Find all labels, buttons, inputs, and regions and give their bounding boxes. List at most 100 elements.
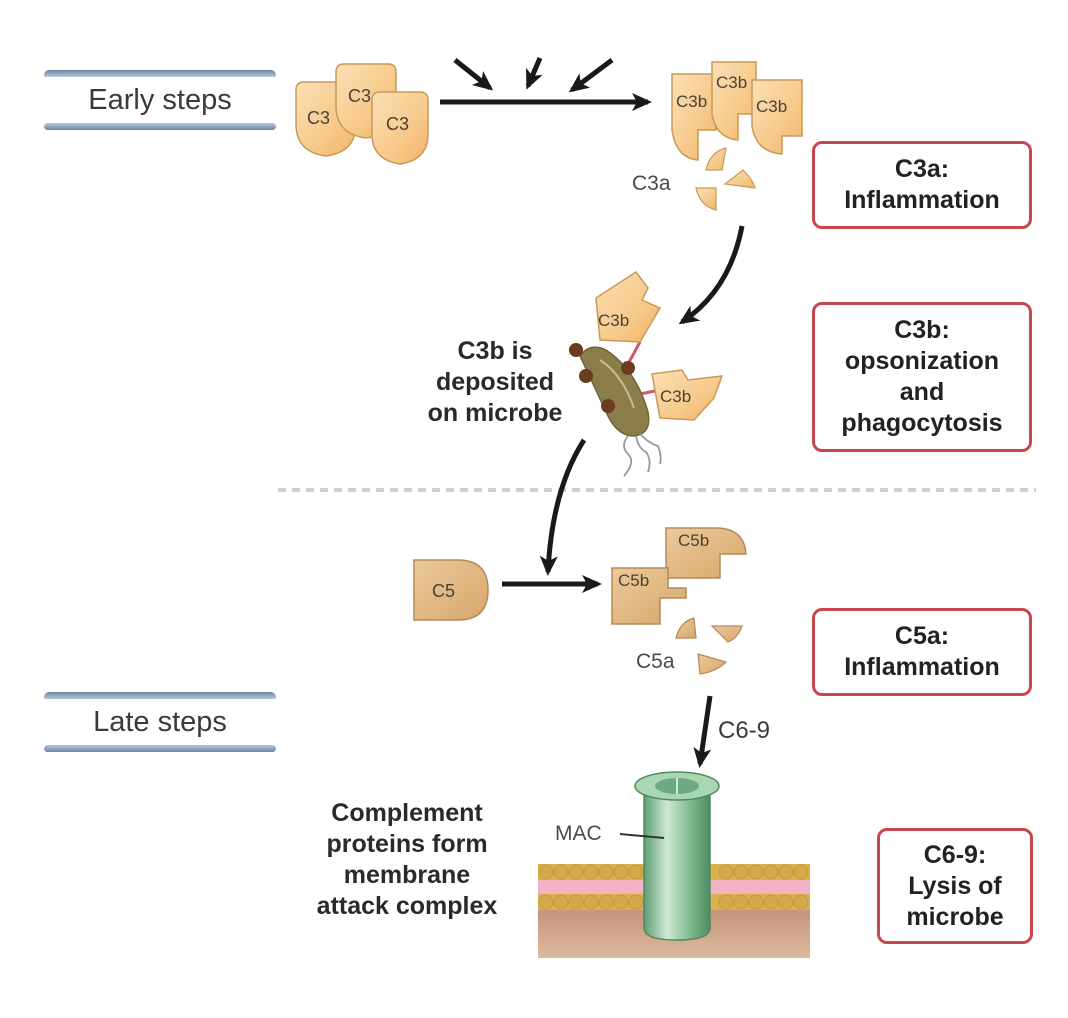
lipid-head [598,864,614,880]
c3b-text: C3b [756,97,787,116]
lipid-head [538,894,554,910]
c5a-label: C5a [636,650,675,673]
function-box-c3a: C3a: Inflammation [812,141,1032,229]
c3b-molecules: C3b C3b C3b [671,61,803,161]
lipid-head [778,864,794,880]
c5b-molecule [611,567,687,625]
c3b-bound: C3b C3b [595,270,724,421]
curved-arrow-icon [539,438,587,576]
lipid-head [538,864,554,880]
microbe-antigen [621,361,635,375]
caption-line: on microbe [427,399,563,427]
c5a-fragment [710,625,743,643]
c3b-text: C3b [716,73,747,92]
function-title: C5a: [894,622,950,650]
function-text: and [899,378,945,406]
lipid-head [553,894,569,910]
stage-label-early-text: Early steps [88,83,232,116]
c3b-molecule [651,369,724,421]
stage-label-late-text: Late steps [93,705,227,738]
c3a-label: C3a [632,172,671,195]
mac-label: MAC [555,822,602,845]
function-text: phagocytosis [841,409,1003,437]
mac-leader-line [619,833,665,839]
lipid-head [598,894,614,910]
function-box-c6-9: C6-9: Lysis of microbe [877,828,1033,944]
c5a-fragment [675,617,697,639]
function-text: Inflammation [844,186,1000,214]
lipid-head [718,864,734,880]
c3a-fragment [695,187,717,211]
lipid-head [568,864,584,880]
c5b-molecules: C5b C5b [611,527,747,625]
stage-bar-bottom [44,123,276,130]
stage-label-early: Early steps [44,70,276,130]
caption-line: proteins form [326,830,488,858]
lipid-head [568,894,584,910]
c5a-fragments [675,617,743,675]
c3b-molecule [751,79,803,155]
function-text: Inflammation [844,653,1000,681]
c3a-fragment [723,169,756,189]
c5-molecule: C5 [413,559,489,621]
function-box-c5a: C5a: Inflammation [812,608,1032,696]
c3-convertase-arrows [440,57,652,111]
c3-text: C3 [307,108,330,128]
caption-deposited: C3b is deposited on microbe [400,336,590,429]
c3-text: C3 [386,114,409,134]
lipid-head [763,864,779,880]
function-title: C6-9: [923,840,987,869]
caption-line: Complement [331,799,483,827]
c3b-text: C3b [676,92,707,111]
lipid-head [748,894,764,910]
lipid-head [793,864,809,880]
microbe-body [579,346,650,437]
c6-9-label: C6-9 [718,717,770,744]
lipid-head [583,864,599,880]
c3b-text: C3b [598,311,629,330]
lipid-head [553,864,569,880]
c3a-fragments [695,147,756,211]
lipid-head [628,864,644,880]
microbe-antigen [601,399,615,413]
arrow-down-icon [693,695,713,768]
lipid-head [763,894,779,910]
lipid-head [583,894,599,910]
stage-label-late: Late steps [44,692,276,752]
lipid-head [748,864,764,880]
function-text: Lysis of [908,871,1002,900]
c3-molecules: C3 C3 C3 [295,63,429,165]
microbe [569,341,662,477]
stage-bar-top [44,70,276,77]
c3b-molecule [671,73,717,161]
microbe-antigen [569,343,583,357]
lipid-head [613,864,629,880]
lipid-head [793,894,809,910]
c5b-text: C5b [618,571,649,590]
caption-line: membrane [343,861,471,889]
curved-arrow-icon [678,225,745,325]
c5a-fragment [697,653,728,675]
c3b-molecule [711,61,757,141]
c3b-molecule [595,270,662,343]
function-title: C3b: [894,316,950,344]
caption-mac: Complement proteins form membrane attack… [292,798,522,922]
function-title: C3a: [894,155,950,183]
function-text: opsonization [844,347,1000,375]
arrow-icon [568,58,614,93]
lipid-head [628,894,644,910]
caption-line: attack complex [316,892,498,920]
c5b-text: C5b [678,531,709,550]
lipid-head [733,864,749,880]
c5-text: C5 [432,581,455,601]
lipid-head [613,894,629,910]
mac-pore [634,771,720,941]
function-text: microbe [906,902,1004,931]
c3-text: C3 [348,86,371,106]
lipid-head [733,894,749,910]
microbe-antigen [579,369,593,383]
arrow-icon [525,57,543,90]
c5b-molecule [665,527,747,579]
caption-line: C3b is [457,337,533,365]
